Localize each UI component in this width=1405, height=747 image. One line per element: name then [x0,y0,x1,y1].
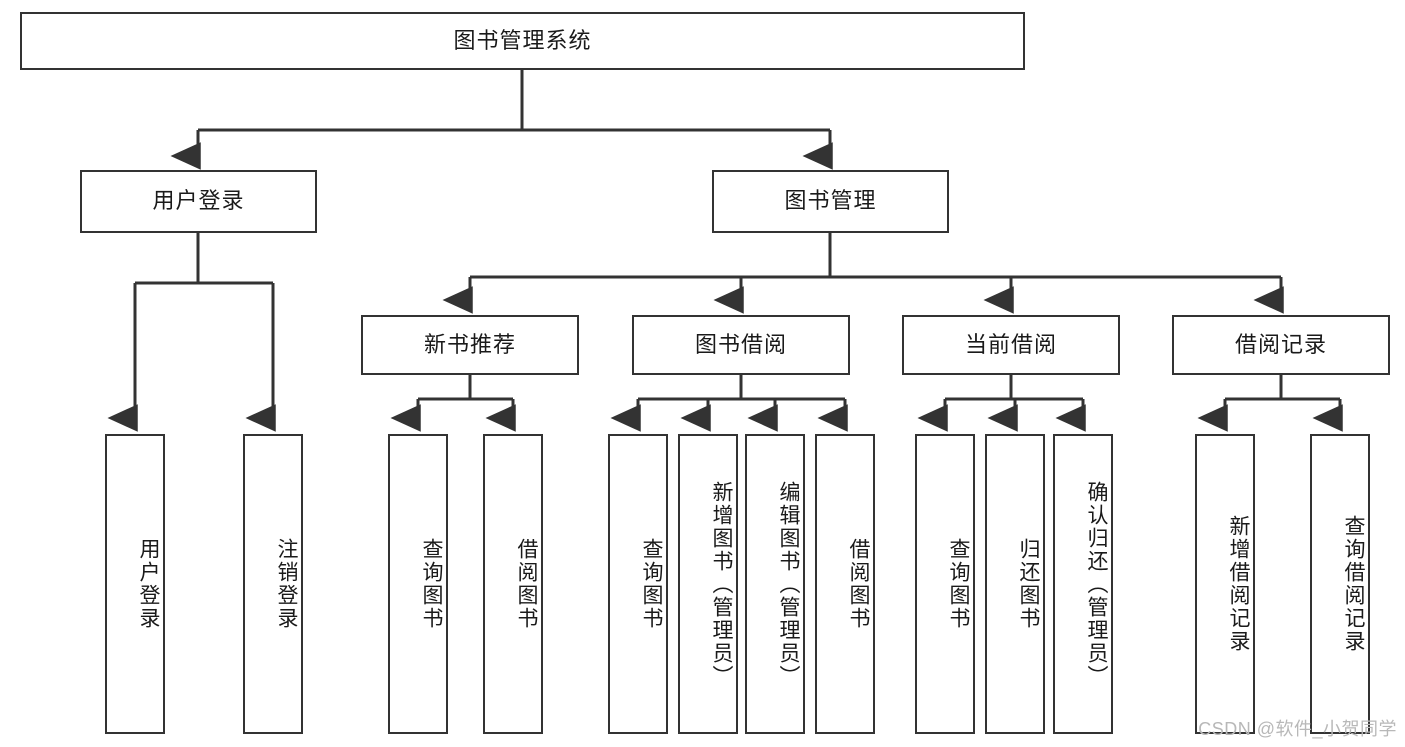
node-leaf-logout[interactable]: 注销登录 [243,434,303,734]
node-leaf-edit-book[interactable]: 编辑图书（管理员） [745,434,805,734]
node-leaf-query-book-3-label: 查询图书 [947,538,970,630]
node-leaf-borrow-book-1-label: 借阅图书 [515,538,538,630]
csdn-watermark: CSDN @软件_小贺同学 [1198,719,1397,739]
node-new-book-recommend-label: 新书推荐 [423,331,516,357]
node-leaf-borrow-book-2-label: 借阅图书 [847,538,870,630]
node-leaf-query-book-2[interactable]: 查询图书 [608,434,668,734]
node-leaf-add-record-label: 新增借阅记录 [1227,515,1250,653]
node-leaf-confirm-return-label: 确认归还（管理员） [1085,480,1108,688]
node-borrow-record[interactable]: 借阅记录 [1172,315,1390,375]
node-user-login[interactable]: 用户登录 [80,170,317,233]
node-leaf-query-record-label: 查询借阅记录 [1342,515,1365,653]
node-root[interactable]: 图书管理系统 [20,12,1025,70]
node-leaf-add-book-label: 新增图书（管理员） [710,480,733,688]
node-leaf-edit-book-label: 编辑图书（管理员） [777,480,800,688]
node-user-login-label: 用户登录 [152,188,245,214]
node-leaf-query-book-1-label: 查询图书 [420,538,443,630]
node-book-management-label: 图书管理 [784,188,877,214]
node-current-borrow-label: 当前借阅 [964,331,1057,357]
node-leaf-query-book-1[interactable]: 查询图书 [388,434,448,734]
node-leaf-query-book-3[interactable]: 查询图书 [915,434,975,734]
node-leaf-user-login-label: 用户登录 [137,538,160,630]
node-leaf-logout-label: 注销登录 [275,538,298,630]
node-leaf-user-login[interactable]: 用户登录 [105,434,165,734]
node-borrow-record-label: 借阅记录 [1234,331,1327,357]
node-new-book-recommend[interactable]: 新书推荐 [361,315,579,375]
node-leaf-borrow-book-1[interactable]: 借阅图书 [483,434,543,734]
node-leaf-confirm-return[interactable]: 确认归还（管理员） [1053,434,1113,734]
node-leaf-query-record[interactable]: 查询借阅记录 [1310,434,1370,734]
node-leaf-return-book[interactable]: 归还图书 [985,434,1045,734]
node-book-borrow-label: 图书借阅 [694,331,787,357]
node-root-label: 图书管理系统 [453,27,592,53]
node-current-borrow[interactable]: 当前借阅 [902,315,1120,375]
node-leaf-query-book-2-label: 查询图书 [640,538,663,630]
node-book-borrow[interactable]: 图书借阅 [632,315,850,375]
node-book-management[interactable]: 图书管理 [712,170,949,233]
node-leaf-add-record[interactable]: 新增借阅记录 [1195,434,1255,734]
node-leaf-return-book-label: 归还图书 [1017,538,1040,630]
node-leaf-add-book[interactable]: 新增图书（管理员） [678,434,738,734]
node-leaf-borrow-book-2[interactable]: 借阅图书 [815,434,875,734]
